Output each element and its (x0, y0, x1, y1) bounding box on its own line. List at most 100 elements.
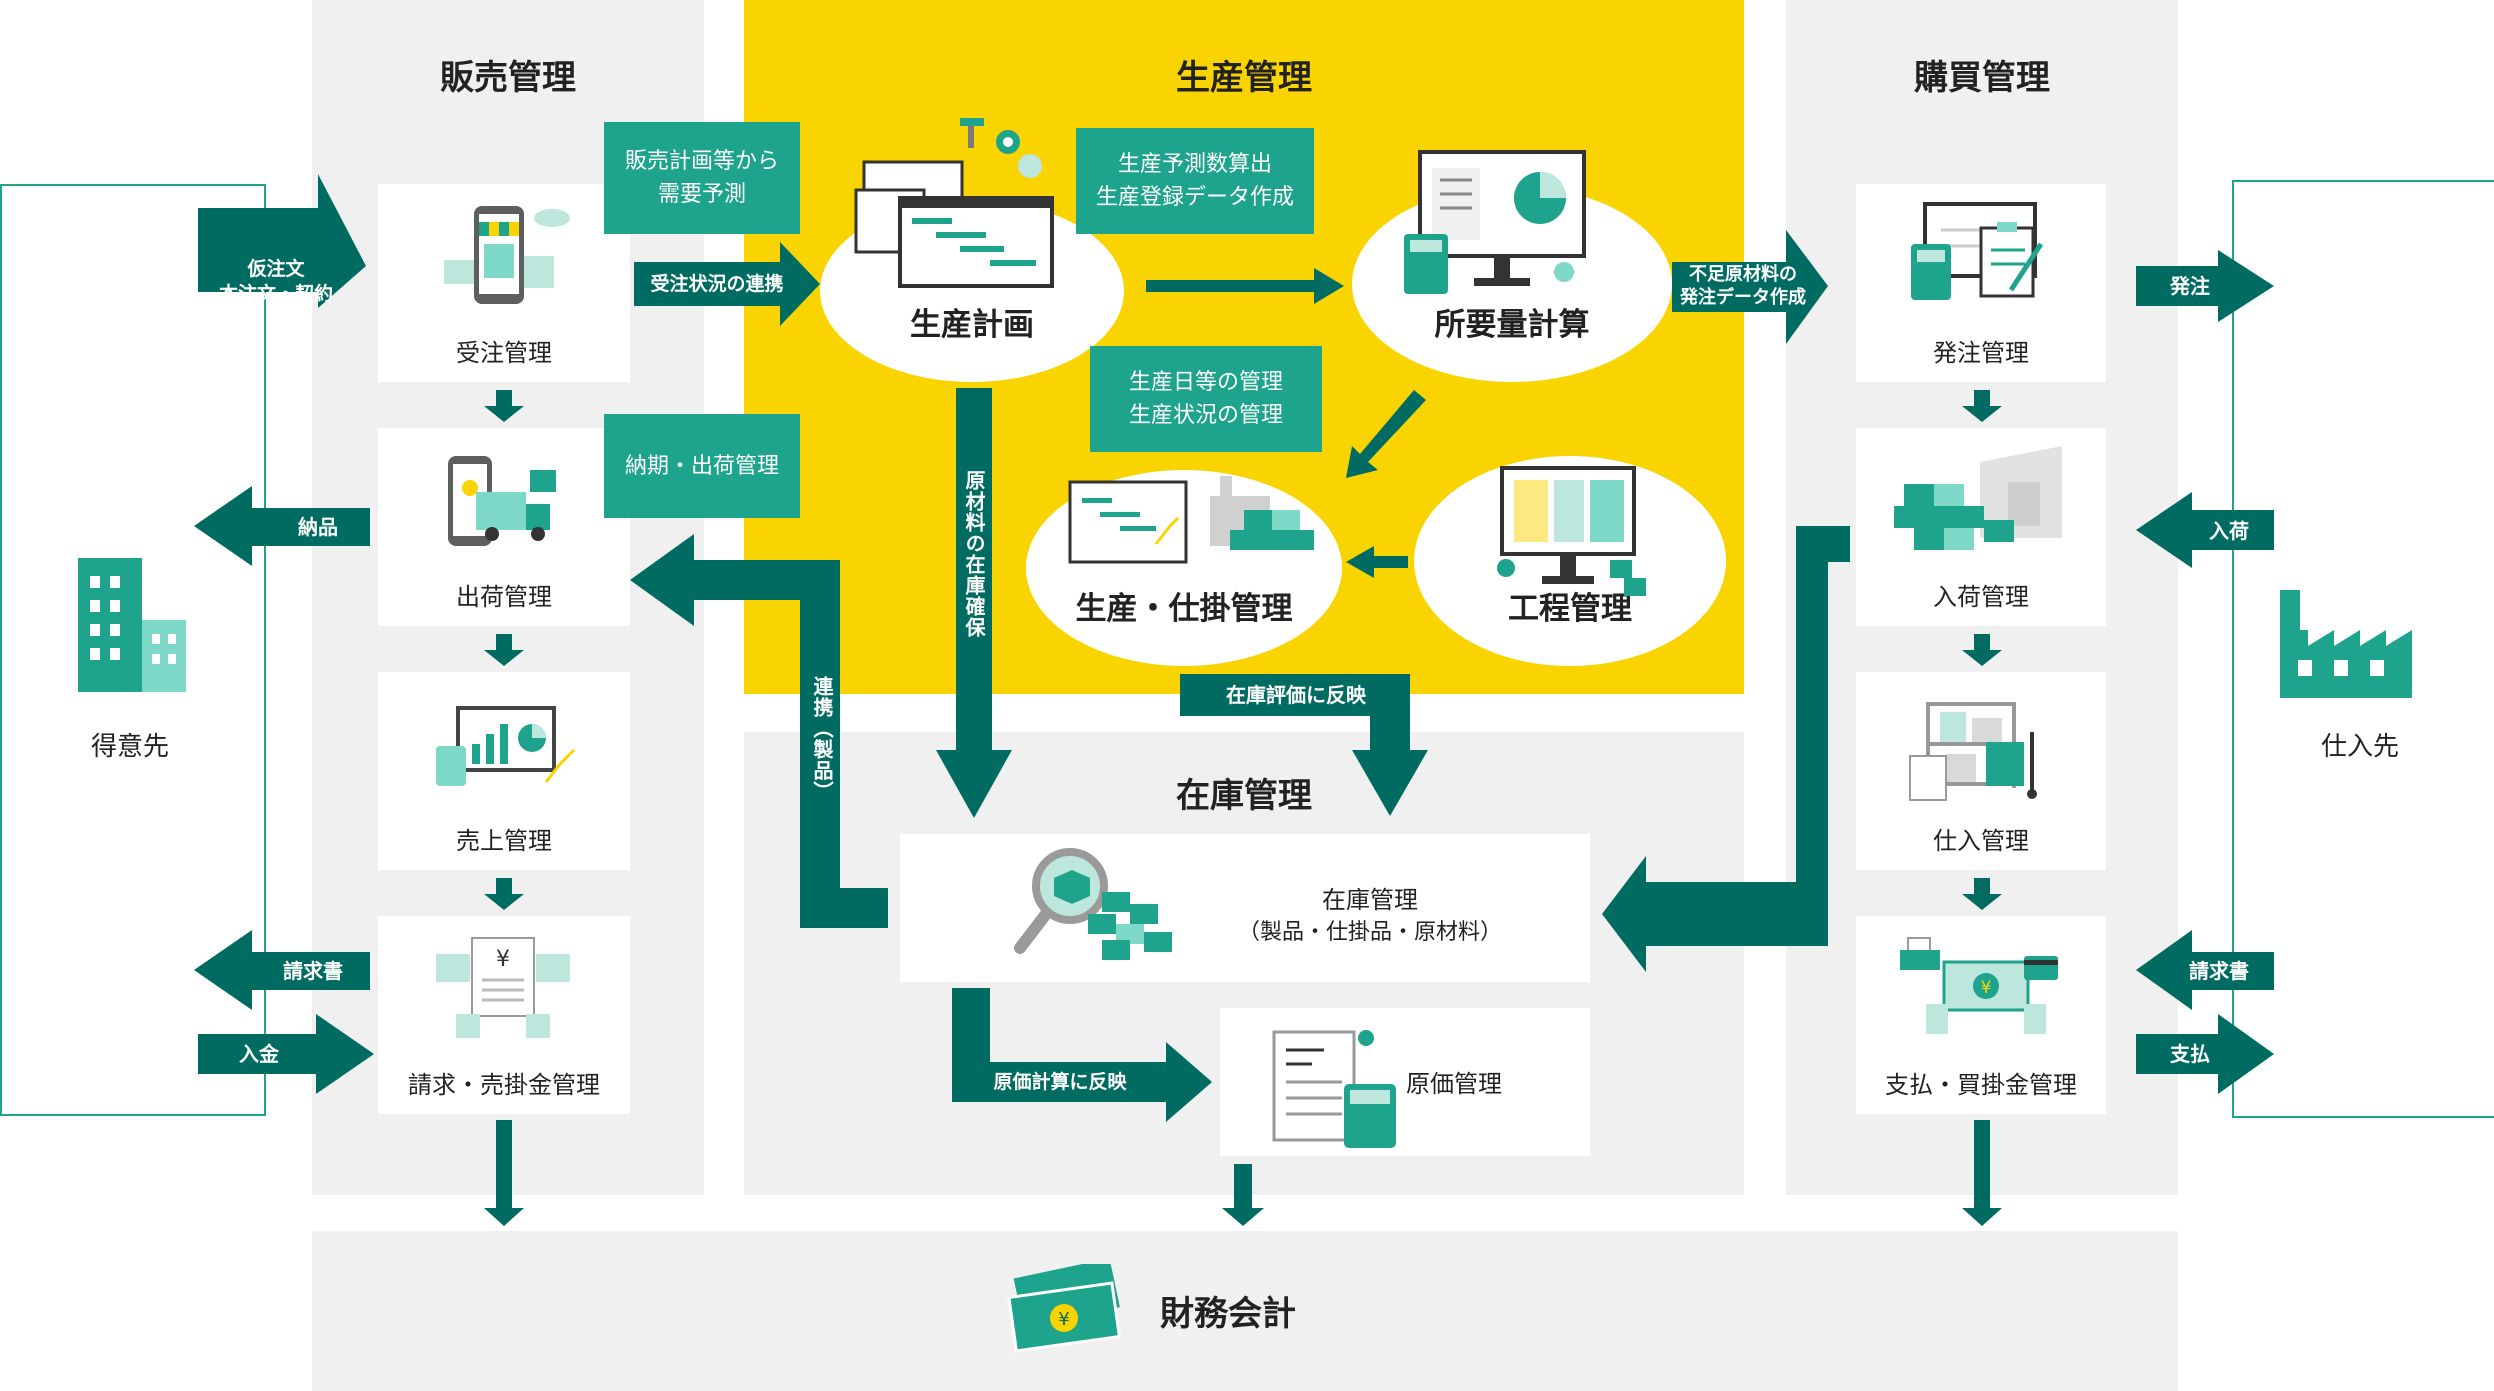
purchase-order-label: 発注管理 (1933, 339, 2029, 367)
wip-label: 生産・仕掛管理 (1075, 591, 1293, 627)
order-out-arrow (2136, 250, 2274, 322)
order-to-shipping-arrow (484, 390, 524, 422)
billing-management-card[interactable]: ¥ 請求・売掛金管理 (378, 916, 630, 1114)
order-link-label: 受注状況の連携 (650, 272, 784, 295)
order-out-label: 発注 (2170, 274, 2210, 298)
purchase-order-to-receiving-arrow (1962, 390, 2002, 422)
delivery-arrow (194, 486, 370, 566)
receiving-to-purchase-arrow (1962, 634, 2002, 666)
production-title: 生産管理 (1176, 58, 1312, 98)
finance-title: 財務会計 (1160, 1294, 1296, 1334)
raw-material-label: 原材料の在庫確保 (962, 470, 986, 638)
finance-panel (312, 1231, 2178, 1391)
mrp-label: 所要量計算 (1434, 307, 1590, 343)
inventory-title: 在庫管理 (1176, 776, 1312, 816)
stock-management-subtitle: （製品・仕掛品・原材料） (1237, 920, 1502, 945)
payment-in-label: 入金 (239, 1042, 279, 1066)
order-management-label: 受注管理 (456, 339, 552, 367)
sales-chart-icon (436, 706, 576, 786)
process-monitor-icon (1497, 466, 1646, 596)
computer-calculator-icon (1404, 150, 1586, 294)
office-buildings-icon (78, 558, 186, 692)
revenue-management-label: 売上管理 (456, 827, 552, 855)
invoice-out-label: 請求書 (283, 959, 343, 983)
receiving-to-stock-arrow (1602, 526, 1850, 972)
invoice-in-arrow (2136, 930, 2274, 1010)
warehouse-boxes-icon (1894, 446, 2062, 550)
order-management-card[interactable]: 受注管理 (378, 184, 630, 382)
raw-material-arrow (936, 388, 1012, 818)
cost-management-card[interactable]: 原価管理 (1220, 1008, 1590, 1156)
forecast-callout: 販売計画等から 需要予測 (604, 122, 800, 234)
receive-in-arrow (2136, 492, 2274, 568)
billing-to-finance-arrow (484, 1120, 524, 1226)
production-schedule-callout: 生産日等の管理 生産状況の管理 (1090, 346, 1322, 452)
purchase-to-payment-arrow (1962, 878, 2002, 910)
delivery-label: 納品 (298, 515, 338, 539)
provisional-order-label: 仮注文 本注文・契約 (218, 258, 333, 305)
purchasing-title: 購買管理 (1914, 58, 2050, 98)
shipping-to-revenue-arrow (484, 634, 524, 666)
receiving-card[interactable]: 入荷管理 (1856, 428, 2106, 626)
process-label: 工程管理 (1508, 591, 1632, 627)
payment-to-finance-arrow (1962, 1120, 2002, 1226)
shortage-arrow (1672, 230, 1828, 344)
production-plan-label: 生産計画 (910, 307, 1034, 343)
money-bills-icon: ¥ (1007, 1264, 1122, 1353)
link-product-arrow (630, 534, 888, 928)
receiving-label: 入荷管理 (1933, 583, 2029, 611)
revenue-management-card[interactable]: 売上管理 (378, 672, 630, 870)
payment-card-icon: ¥ (1900, 937, 2058, 1034)
invoice-in-label: 請求書 (2189, 959, 2249, 983)
link-product-label: 連携（製品） (810, 676, 834, 802)
magnifier-boxes-icon (1014, 848, 1172, 960)
stock-management-title: 在庫管理 (1322, 886, 1418, 914)
revenue-to-billing-arrow (484, 878, 524, 910)
pay-out-label: 支払 (2170, 1042, 2210, 1066)
cost-to-finance-arrow (1222, 1164, 1264, 1226)
svg-text:¥: ¥ (496, 947, 510, 972)
cost-management-label: 原価管理 (1406, 1070, 1502, 1098)
cost-calc-arrow (952, 988, 1212, 1122)
document-calculator-icon (1272, 1030, 1396, 1148)
inventory-eval-label: 在庫評価に反映 (1226, 683, 1366, 707)
cost-calc-label: 原価計算に反映 (993, 1070, 1127, 1093)
factory-icon (2280, 590, 2412, 698)
supplier-label: 仕入先 (2320, 732, 2399, 762)
invoice-yen-icon: ¥ (436, 937, 570, 1038)
provisional-order-arrow (198, 174, 366, 308)
mrp-to-wip-arrow (1346, 390, 1426, 478)
shortage-label: 不足原材料の 発注データ作成 (1680, 263, 1806, 308)
shipping-management-label: 出荷管理 (456, 583, 552, 611)
order-link-arrow (634, 242, 820, 326)
delivery-callout: 納期・出荷管理 (604, 414, 800, 518)
svg-text:¥: ¥ (1058, 1309, 1069, 1330)
gantt-chart-icon (854, 118, 1054, 288)
stock-management-card[interactable]: 在庫管理 （製品・仕掛品・原材料） (900, 834, 1590, 982)
receive-in-label: 入荷 (2209, 519, 2249, 543)
billing-management-label: 請求・売掛金管理 (408, 1071, 600, 1099)
smartphone-shop-icon (444, 206, 570, 304)
purchase-management-label: 仕入管理 (1933, 827, 2029, 855)
pay-out-arrow (2136, 1014, 2274, 1094)
factory-boxes-icon (1068, 476, 1314, 564)
purchase-order-icon (1911, 202, 2044, 300)
purchase-management-card[interactable]: 仕入管理 (1856, 672, 2106, 870)
purchase-order-card[interactable]: 発注管理 (1856, 184, 2106, 382)
svg-text:¥: ¥ (1981, 978, 1992, 998)
plan-to-mrp-arrow (1146, 268, 1344, 304)
payment-management-label: 支払・買掛金管理 (1885, 1071, 2077, 1099)
delivery-truck-icon (448, 456, 556, 546)
invoice-out-arrow (194, 930, 370, 1010)
process-to-wip-arrow (1346, 546, 1408, 578)
payment-in-arrow (198, 1014, 374, 1094)
payment-management-card[interactable]: ¥ 支払・買掛金管理 (1856, 916, 2106, 1114)
sales-title: 販売管理 (440, 58, 576, 98)
inventory-eval-arrow (1180, 674, 1428, 816)
shelf-cart-icon (1909, 702, 2037, 801)
shipping-management-card[interactable]: 出荷管理 (378, 428, 630, 626)
production-forecast-callout: 生産予測数算出 生産登録データ作成 (1076, 128, 1314, 234)
customer-label: 得意先 (90, 732, 169, 762)
